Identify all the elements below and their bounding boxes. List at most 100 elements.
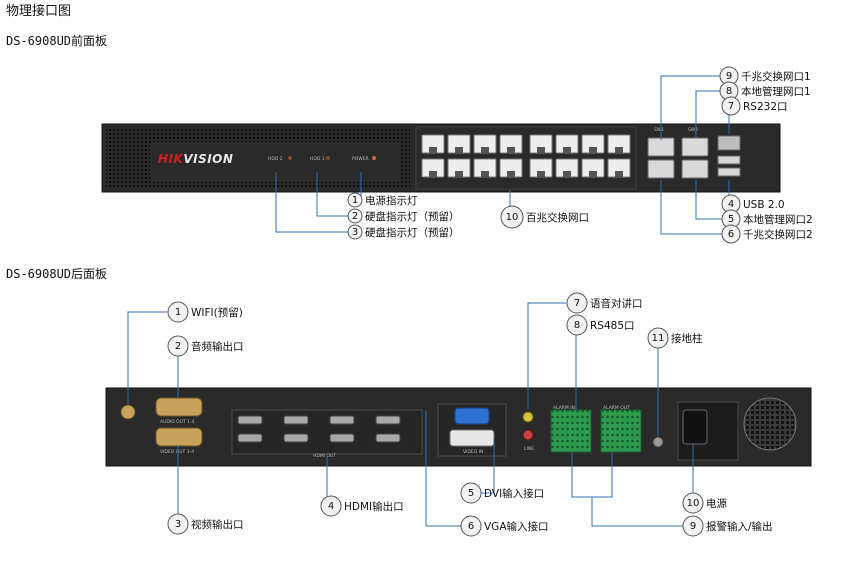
rj45-port-latch — [481, 147, 489, 153]
rear-callout-marker — [682, 515, 704, 537]
rear-callout-number: 7 — [574, 298, 580, 309]
rs232-port — [717, 135, 741, 151]
rear-callout-label: 电源 — [706, 497, 727, 510]
rear-callout-label: 音频输出口 — [191, 340, 244, 353]
front-callout-number: 5 — [728, 214, 734, 225]
front-callout-label: 硬盘指示灯（预留） — [365, 226, 460, 239]
front-callout-number: 6 — [728, 229, 734, 240]
psu-fan — [743, 397, 797, 451]
hdmi-port — [237, 433, 263, 443]
rj45-port-latch — [615, 147, 623, 153]
rear-callout-label: VGA输入接口 — [484, 520, 549, 533]
silk-hdmi-out: HDMI OUT — [313, 453, 336, 459]
gigabit-port — [681, 159, 709, 179]
rear-callout-marker — [460, 515, 482, 537]
rear-callout-marker — [167, 301, 189, 323]
rear-callout-number: 10 — [687, 498, 700, 509]
front-callout-marker — [721, 96, 741, 116]
port-label-sw1: SW1 — [654, 127, 664, 133]
rear-callout-number: 8 — [574, 320, 580, 331]
gigabit-port — [681, 137, 709, 157]
rj45-port-latch — [507, 147, 515, 153]
rear-callout-marker — [167, 513, 189, 535]
front-callout-label: 硬盘指示灯（预留） — [365, 210, 460, 223]
rj45-ports — [421, 134, 631, 178]
rj45-port-latch — [563, 171, 571, 177]
front-callout-marker — [347, 192, 363, 208]
silk-alarm-out: ALARM OUT — [603, 405, 630, 411]
rear-callout-marker — [682, 492, 704, 514]
front-callout-marker — [347, 224, 363, 240]
front-callout-number: 2 — [352, 211, 358, 222]
rear-callout-marker — [320, 495, 342, 517]
rear-callout-number: 6 — [468, 521, 474, 532]
video-out-db15 — [155, 427, 203, 447]
hdd1-led — [326, 156, 330, 160]
led-label-hdd2: HDD 2 — [268, 156, 283, 162]
ground-post — [652, 436, 664, 448]
rear-callout-number: 5 — [468, 488, 474, 499]
audio-out-jack — [522, 429, 534, 441]
rj45-port-latch — [429, 147, 437, 153]
rj45-port-latch — [455, 171, 463, 177]
front-callout-marker — [500, 205, 524, 229]
hdmi-port — [283, 433, 309, 443]
rear-callout-marker — [566, 314, 588, 336]
led-label-power: POWER — [352, 156, 369, 162]
front-label-strip — [150, 142, 400, 182]
front-callout-label: 千兆交换网口1 — [741, 70, 811, 83]
dvi-port — [449, 429, 495, 447]
alarm-in-terminal-block — [550, 409, 592, 453]
front-callout-marker — [347, 208, 363, 224]
alarm-out-terminal-block — [600, 409, 642, 453]
hdmi-ports — [237, 415, 401, 443]
rj45-port-latch — [563, 147, 571, 153]
rj45-port-latch — [481, 171, 489, 177]
rj45-port-latch — [537, 171, 545, 177]
rj45-port-latch — [589, 171, 597, 177]
rj45-port-latch — [615, 171, 623, 177]
rear-callout-label: 视频输出口 — [191, 518, 244, 531]
hdd2-led — [288, 156, 292, 160]
audio-out-db15 — [155, 397, 203, 417]
front-callout-label: RS232口 — [743, 101, 788, 113]
front-callout-number: 7 — [728, 101, 734, 112]
rear-callout-number: 4 — [328, 501, 334, 512]
led-label-hdd1: HDD 1 — [310, 156, 325, 162]
gigabit-ports — [647, 137, 709, 179]
rear-callout-number: 9 — [690, 521, 696, 532]
gigabit-port — [647, 137, 675, 157]
silk-alarm-in: ALARM IN — [553, 405, 575, 411]
hdmi-port — [237, 415, 263, 425]
rear-callout-label: 语音对讲口 — [590, 297, 643, 310]
rear-callout-number: 1 — [175, 307, 181, 318]
rear-callout-label: 报警输入/输出 — [706, 520, 773, 533]
gigabit-port — [647, 159, 675, 179]
front-callout-label: 千兆交换网口2 — [743, 228, 813, 241]
rj45-port-latch — [455, 147, 463, 153]
silk-video-in: VIDEO IN — [463, 449, 483, 455]
power-inlet — [682, 409, 708, 445]
hdmi-port — [375, 415, 401, 425]
front-callout-label: USB 2.0 — [743, 199, 785, 211]
page-heading: 物理接口图 — [6, 4, 72, 19]
front-callout-number: 9 — [726, 71, 732, 82]
vga-port — [454, 407, 490, 425]
rear-callout-number: 3 — [175, 519, 181, 530]
power-led — [372, 156, 376, 160]
front-callout-label: 本地管理网口1 — [741, 85, 811, 98]
hdmi-port — [375, 433, 401, 443]
front-callout-label: 本地管理网口2 — [743, 213, 813, 226]
rj45-port-latch — [589, 147, 597, 153]
rear-callout-number: 11 — [652, 333, 665, 344]
front-panel: HIKVISION HDD 2 HDD 1 POWER SW1 SW2 — [101, 123, 781, 193]
rear-callout-marker — [460, 482, 482, 504]
rj45-port-latch — [537, 147, 545, 153]
silk-video-out: VIDEO OUT 1-4 — [160, 449, 194, 455]
rear-callout-label: RS485口 — [590, 320, 635, 332]
usb-port-2 — [717, 167, 741, 177]
usb-port-1 — [717, 155, 741, 165]
rear-callout-marker — [167, 335, 189, 357]
hdmi-port — [329, 415, 355, 425]
